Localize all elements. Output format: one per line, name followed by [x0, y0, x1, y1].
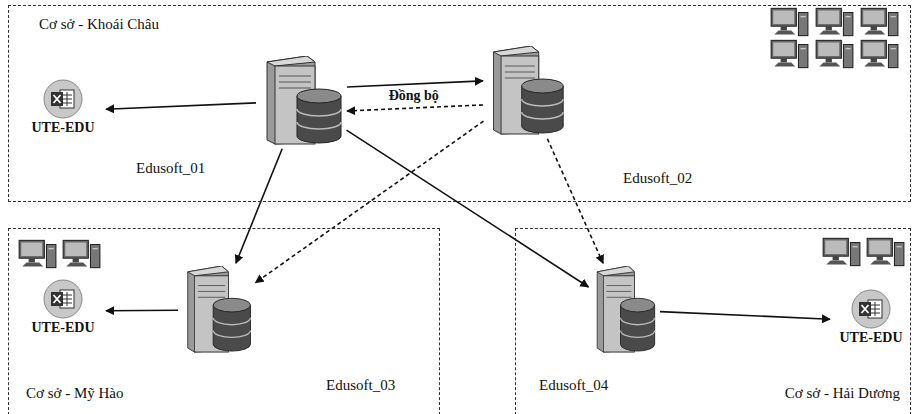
server-node: Edusoft_02: [486, 46, 566, 136]
edge-label: Đồng bộ: [387, 88, 441, 104]
sync-link: [236, 149, 282, 263]
campus-region: Cơ sở - Hải DươngEdusoft_04UTE-EDU: [515, 228, 911, 414]
excel-icon: [43, 79, 83, 119]
server-name: Edusoft_02: [623, 169, 692, 187]
campus-name: Cơ sở - Khoái Châu: [39, 15, 159, 33]
server-icon: [259, 56, 344, 146]
server-icon: [486, 46, 566, 136]
sync-link: [106, 103, 256, 109]
server-name: Edusoft_04: [539, 376, 608, 394]
excel-app-node: UTE-EDU: [833, 289, 909, 353]
sync-link-dashed: [347, 105, 483, 111]
sync-link-dashed: [547, 139, 603, 264]
campus-region: Cơ sở - Mỹ Hào UTE-EDU Edusoft_03: [8, 228, 440, 414]
server-icon: [591, 266, 657, 354]
excel-app-node: UTE-EDU: [23, 279, 103, 343]
sync-link: [660, 312, 830, 320]
app-name: UTE-EDU: [31, 119, 94, 137]
server-node: Edusoft_01: [259, 56, 344, 146]
server-name: Edusoft_03: [326, 376, 395, 394]
server-icon: [181, 266, 253, 354]
app-name: UTE-EDU: [839, 329, 902, 347]
server-node: Edusoft_04: [591, 266, 657, 354]
server-node: Edusoft_03: [181, 266, 253, 354]
server-name: Edusoft_01: [136, 159, 205, 177]
campus-region: Cơ sở - Khoái ChâuUTE-EDUEdusoft_01Eduso…: [8, 5, 911, 202]
sync-link: [347, 81, 483, 87]
excel-icon: [851, 289, 891, 329]
campus-name: Cơ sở - Hải Dương: [785, 384, 900, 402]
campus-name: Cơ sở - Mỹ Hào: [26, 384, 124, 402]
excel-app-node: UTE-EDU: [23, 79, 103, 143]
sync-link: [347, 130, 589, 287]
sync-link: [106, 309, 178, 311]
app-name: UTE-EDU: [31, 319, 94, 337]
excel-icon: [43, 279, 83, 319]
